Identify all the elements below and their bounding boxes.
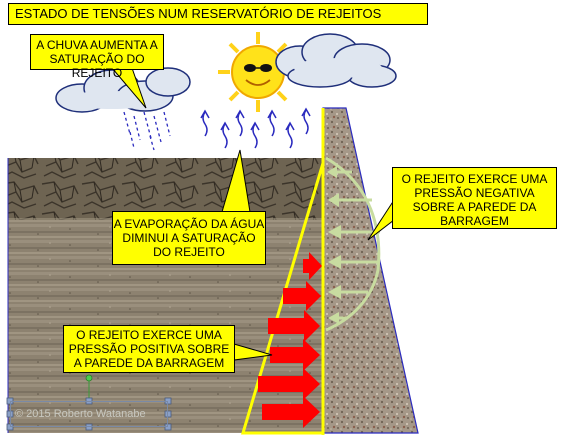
negative-callout-pointer [367, 198, 395, 241]
positive-pressure-arrows [258, 252, 322, 428]
negative-arrow [328, 193, 372, 207]
diagram-title: ESTADO DE TENSÕES NUM RESERVATÓRIO DE RE… [8, 3, 428, 25]
negative-pressure-arrows [327, 166, 380, 324]
rain-drops-icon [123, 111, 171, 151]
negative-arrow [327, 166, 352, 178]
positive-arrow [258, 368, 320, 400]
dam-embankment [322, 107, 419, 434]
sun-icon [218, 32, 298, 112]
positive-arrow [270, 339, 320, 371]
negative-pressure-callout: O REJEITO EXERCE UMA PRESSÃO NEGATIVA SO… [392, 167, 557, 229]
positive-pressure-callout: O REJEITO EXERCE UMA PRESSÃO POSITIVA SO… [63, 325, 235, 373]
evaporation-callout: A EVAPORAÇÃO DA ÁGUA DIMINUI A SATURAÇÃO… [112, 211, 266, 265]
negative-arrow [328, 255, 378, 269]
positive-arrow [262, 396, 320, 428]
negative-arrow [328, 285, 368, 299]
tailings-deposit [7, 158, 326, 433]
negative-arrow [328, 312, 348, 324]
cloud-icon [275, 33, 397, 88]
negative-pressure-diagram [325, 156, 381, 332]
copyright-textbox[interactable]: © 2015 Roberto Watanabe [10, 401, 168, 427]
positive-arrow [283, 281, 321, 311]
rain-callout: A CHUVA AUMENTA A SATURAÇÃO DO REJEITO [30, 34, 164, 80]
evaporation-wave-icon [200, 107, 311, 149]
positive-arrow [268, 310, 320, 342]
positive-arrow [303, 252, 322, 280]
